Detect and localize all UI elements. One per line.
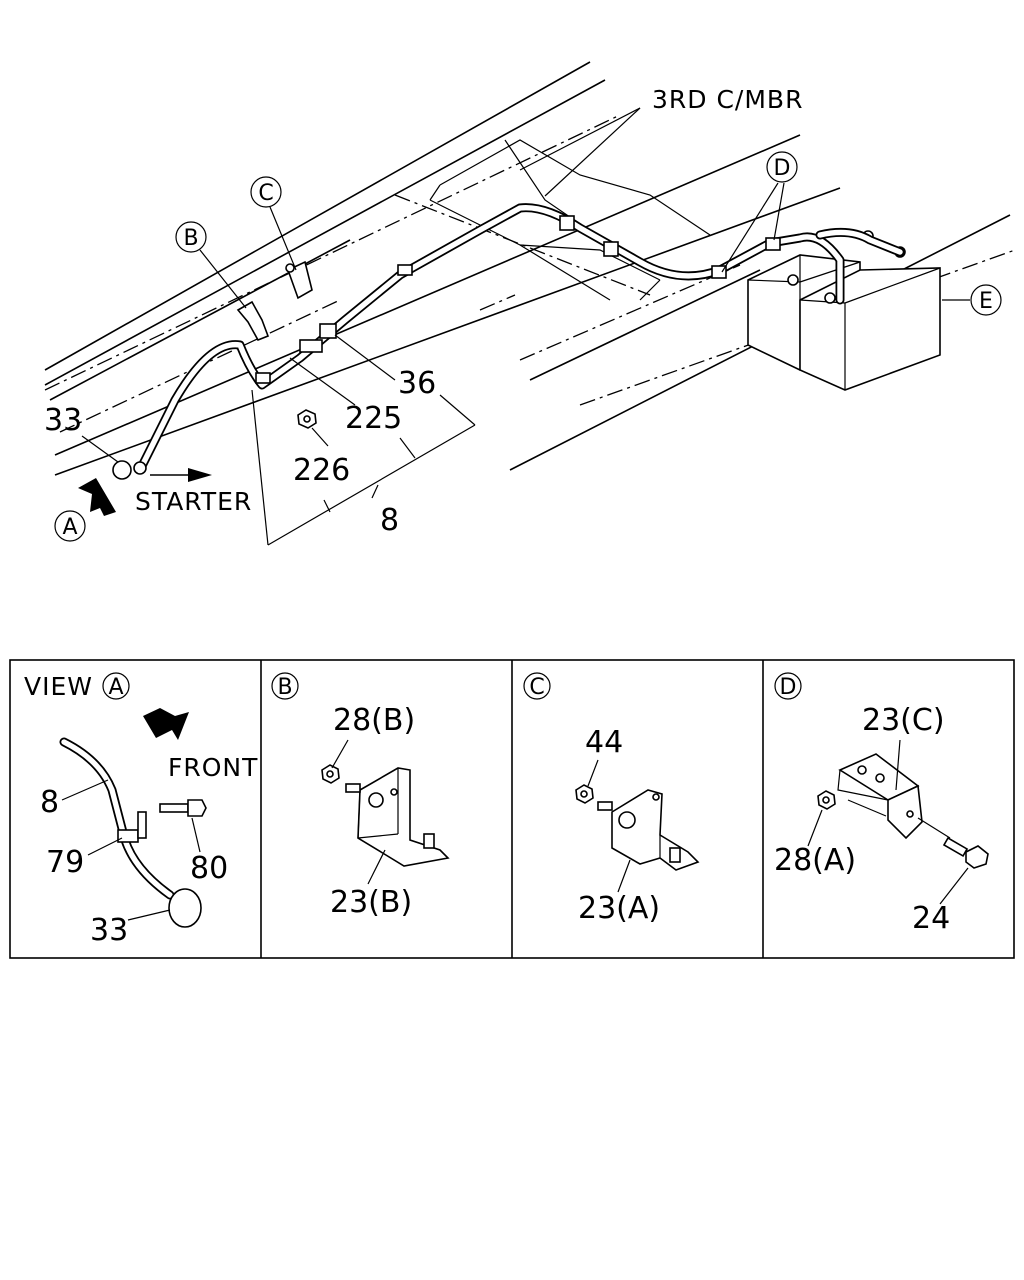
leader-part-225 bbox=[289, 357, 356, 406]
starter-arrow bbox=[150, 468, 212, 482]
leader-3rd-crossmember bbox=[519, 107, 641, 171]
leader-panel-c-44 bbox=[587, 759, 599, 787]
callout-b-letter: B bbox=[183, 226, 198, 251]
callout-c-letter: C bbox=[258, 181, 273, 206]
leader-part-226 bbox=[311, 427, 329, 447]
leader-part-36 bbox=[334, 334, 396, 381]
leader-panel-d-24 bbox=[939, 867, 969, 905]
bolt-24 bbox=[917, 817, 989, 869]
leader-panel-b-23b bbox=[367, 849, 386, 885]
bracket-b-location bbox=[236, 300, 270, 342]
callout-d-letter: D bbox=[774, 156, 791, 181]
callout-e: E bbox=[942, 284, 1002, 316]
clip-79 bbox=[117, 829, 139, 843]
panel-b-part-23b: 23(B) bbox=[330, 885, 412, 920]
detail-panels: VIEW A FRONT 8 79 80 33 bbox=[9, 659, 1015, 959]
panel-d-part-24: 24 bbox=[912, 901, 950, 936]
label-part-225: 225 bbox=[345, 401, 402, 436]
label-part-36: 36 bbox=[398, 366, 436, 401]
bracket-c-location bbox=[285, 260, 313, 300]
frame-rails bbox=[44, 61, 1011, 476]
leader-panel-b-28b bbox=[331, 739, 349, 769]
callout-b: B bbox=[175, 221, 247, 309]
front-arrow-icon bbox=[143, 708, 189, 740]
label-3rd-crossmember: 3RD C/MBR bbox=[652, 85, 803, 114]
label-part-33: 33 bbox=[44, 403, 82, 438]
bracket-23b bbox=[357, 767, 450, 867]
nut-28a bbox=[817, 790, 836, 810]
stud-23a bbox=[597, 801, 613, 811]
bracket-23c bbox=[837, 753, 923, 840]
callout-a: A bbox=[54, 510, 86, 542]
label-part-226: 226 bbox=[293, 453, 350, 488]
label-part-8: 8 bbox=[380, 503, 399, 538]
panel-d-part-28a: 28(A) bbox=[774, 843, 856, 878]
panel-b-part-28b: 28(B) bbox=[333, 703, 415, 738]
panel-a-part-33: 33 bbox=[90, 913, 128, 948]
panel-d: D 23(C) 28(A) 24 bbox=[774, 672, 989, 936]
nut-44 bbox=[575, 784, 594, 804]
clip-tab bbox=[137, 811, 147, 839]
panel-b-circle-letter: B bbox=[277, 675, 292, 700]
callout-e-letter: E bbox=[979, 289, 993, 314]
leader-panel-a-8 bbox=[61, 779, 109, 801]
leader-3rd-crossmember-2 bbox=[544, 107, 641, 197]
nut-28b bbox=[321, 764, 340, 784]
panel-d-circle-letter: D bbox=[780, 675, 797, 700]
view-a-arrow bbox=[78, 478, 116, 516]
panel-c-part-23a: 23(A) bbox=[578, 891, 660, 926]
leader-panel-c-23a bbox=[617, 859, 631, 893]
panel-a-part-79: 79 bbox=[46, 845, 84, 880]
leader-panel-a-80 bbox=[191, 817, 201, 853]
bolt-80 bbox=[159, 799, 207, 817]
panel-a-part-8: 8 bbox=[40, 785, 59, 820]
panel-a-circle-letter: A bbox=[108, 675, 123, 700]
callout-d: D bbox=[721, 151, 798, 273]
leader-panel-a-33 bbox=[127, 909, 171, 921]
stud-23b bbox=[345, 783, 361, 793]
callout-a-letter: A bbox=[62, 515, 77, 540]
panel-c-part-44: 44 bbox=[585, 725, 623, 760]
panel-a-front-label: FRONT bbox=[168, 753, 258, 782]
panel-a-title: VIEW bbox=[24, 672, 93, 701]
panel-c: C 44 23(A) bbox=[523, 672, 700, 926]
main-view: 3RD C/MBR bbox=[44, 61, 1016, 546]
battery-cable-8 bbox=[135, 203, 905, 475]
panel-c-circle-letter: C bbox=[529, 675, 544, 700]
leader-part-33 bbox=[81, 435, 119, 463]
leader-panel-a-79 bbox=[87, 837, 123, 856]
group-bracket-8 bbox=[251, 389, 476, 546]
leader-panel-d-28a bbox=[807, 809, 823, 847]
callout-c: C bbox=[250, 176, 297, 271]
terminal-33-view bbox=[168, 888, 202, 928]
panel-b: B 28(B) 23(B) bbox=[271, 672, 450, 920]
panel-d-part-23c: 23(C) bbox=[862, 703, 945, 738]
nut-226 bbox=[297, 409, 317, 429]
bracket-23a bbox=[611, 789, 700, 871]
label-starter: STARTER bbox=[135, 487, 252, 516]
third-crossmember bbox=[429, 139, 711, 301]
cable-clips bbox=[255, 215, 781, 384]
panel-view-a: VIEW A FRONT 8 79 80 33 bbox=[24, 672, 258, 948]
panel-a-part-80: 80 bbox=[190, 851, 228, 886]
terminal-33 bbox=[112, 460, 147, 480]
leader-panel-d-23c bbox=[895, 739, 901, 791]
